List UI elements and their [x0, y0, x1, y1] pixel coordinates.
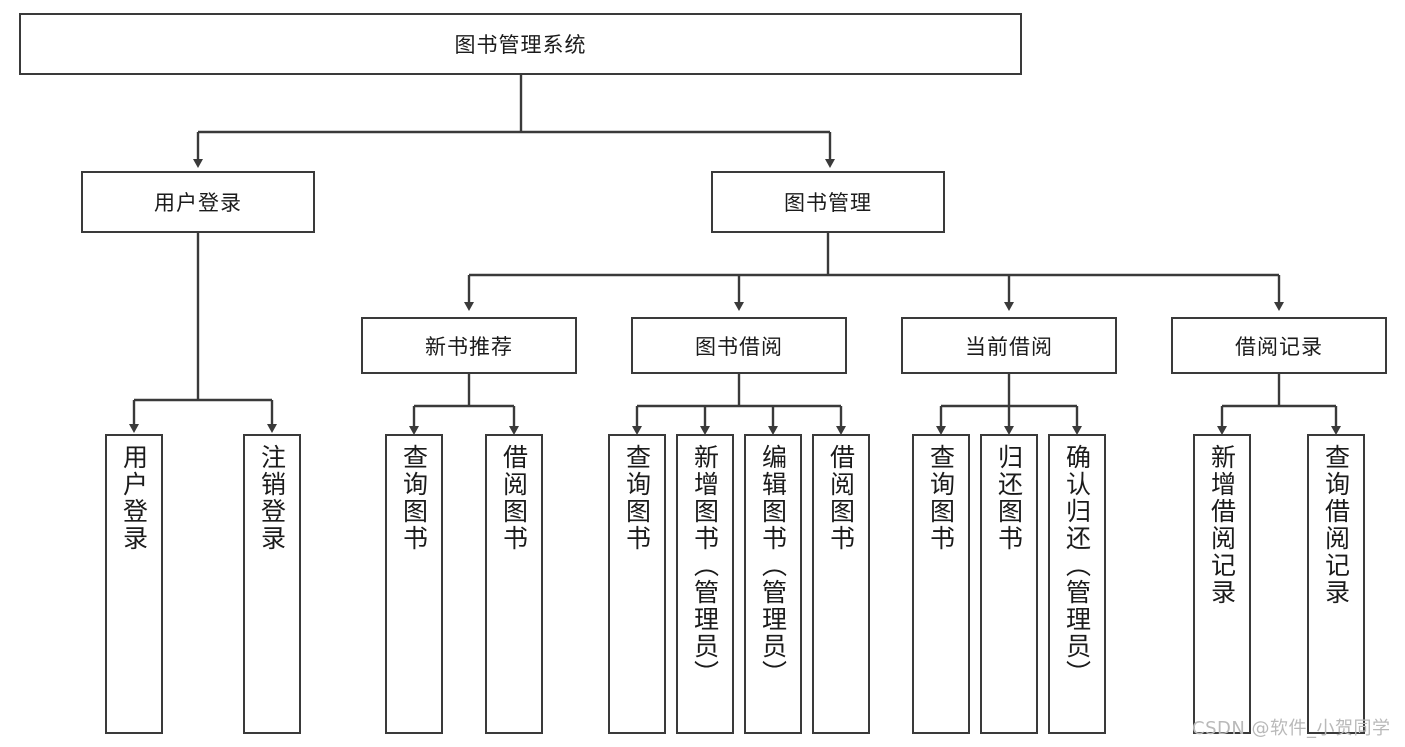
node-label: 查询借阅记录	[1321, 444, 1351, 606]
leaf-borrow-borrow-book[interactable]: 借阅图书	[812, 434, 870, 734]
leaf-recommend-query-book[interactable]: 查询图书	[385, 434, 443, 734]
node-label: 编辑图书（管理员）	[758, 444, 788, 687]
leaf-record-query-borrow-record[interactable]: 查询借阅记录	[1307, 434, 1365, 734]
node-root-book-management-system[interactable]: 图书管理系统	[19, 13, 1022, 75]
leaf-borrow-edit-book-admin[interactable]: 编辑图书（管理员）	[744, 434, 802, 734]
leaf-user-login-login[interactable]: 用户登录	[105, 434, 163, 734]
node-label: 图书管理系统	[454, 33, 587, 57]
leaf-current-return-book[interactable]: 归还图书	[980, 434, 1038, 734]
node-label: 查询图书	[622, 444, 652, 552]
node-new-book-recommend[interactable]: 新书推荐	[361, 317, 577, 374]
node-label: 归还图书	[994, 444, 1024, 552]
node-label: 注销登录	[257, 444, 287, 552]
node-label: 图书借阅	[695, 334, 783, 359]
leaf-record-add-borrow-record[interactable]: 新增借阅记录	[1193, 434, 1251, 734]
node-book-management[interactable]: 图书管理	[711, 171, 945, 233]
node-book-borrow[interactable]: 图书借阅	[631, 317, 847, 374]
node-label: 用户登录	[119, 444, 149, 552]
node-user-login[interactable]: 用户登录	[81, 171, 315, 233]
node-label: 查询图书	[926, 444, 956, 552]
leaf-recommend-borrow-book[interactable]: 借阅图书	[485, 434, 543, 734]
node-label: 图书管理	[784, 191, 872, 215]
node-label: 借阅图书	[826, 444, 856, 552]
node-label: 新书推荐	[425, 334, 513, 359]
node-label: 确认归还（管理员）	[1062, 444, 1092, 687]
node-current-borrow[interactable]: 当前借阅	[901, 317, 1117, 374]
node-label: 新增图书（管理员）	[690, 444, 720, 687]
leaf-current-query-book[interactable]: 查询图书	[912, 434, 970, 734]
node-borrow-record[interactable]: 借阅记录	[1171, 317, 1387, 374]
leaf-current-confirm-return-admin[interactable]: 确认归还（管理员）	[1048, 434, 1106, 734]
node-label: 新增借阅记录	[1207, 444, 1237, 606]
watermark-csdn: CSDN @软件_小贺同学	[1192, 718, 1391, 739]
node-label: 用户登录	[154, 191, 242, 215]
node-label: 查询图书	[399, 444, 429, 552]
leaf-user-login-logout[interactable]: 注销登录	[243, 434, 301, 734]
node-label: 借阅记录	[1235, 334, 1323, 359]
node-label: 当前借阅	[965, 334, 1053, 359]
leaf-borrow-query-book[interactable]: 查询图书	[608, 434, 666, 734]
node-label: 借阅图书	[499, 444, 529, 552]
leaf-borrow-add-book-admin[interactable]: 新增图书（管理员）	[676, 434, 734, 734]
